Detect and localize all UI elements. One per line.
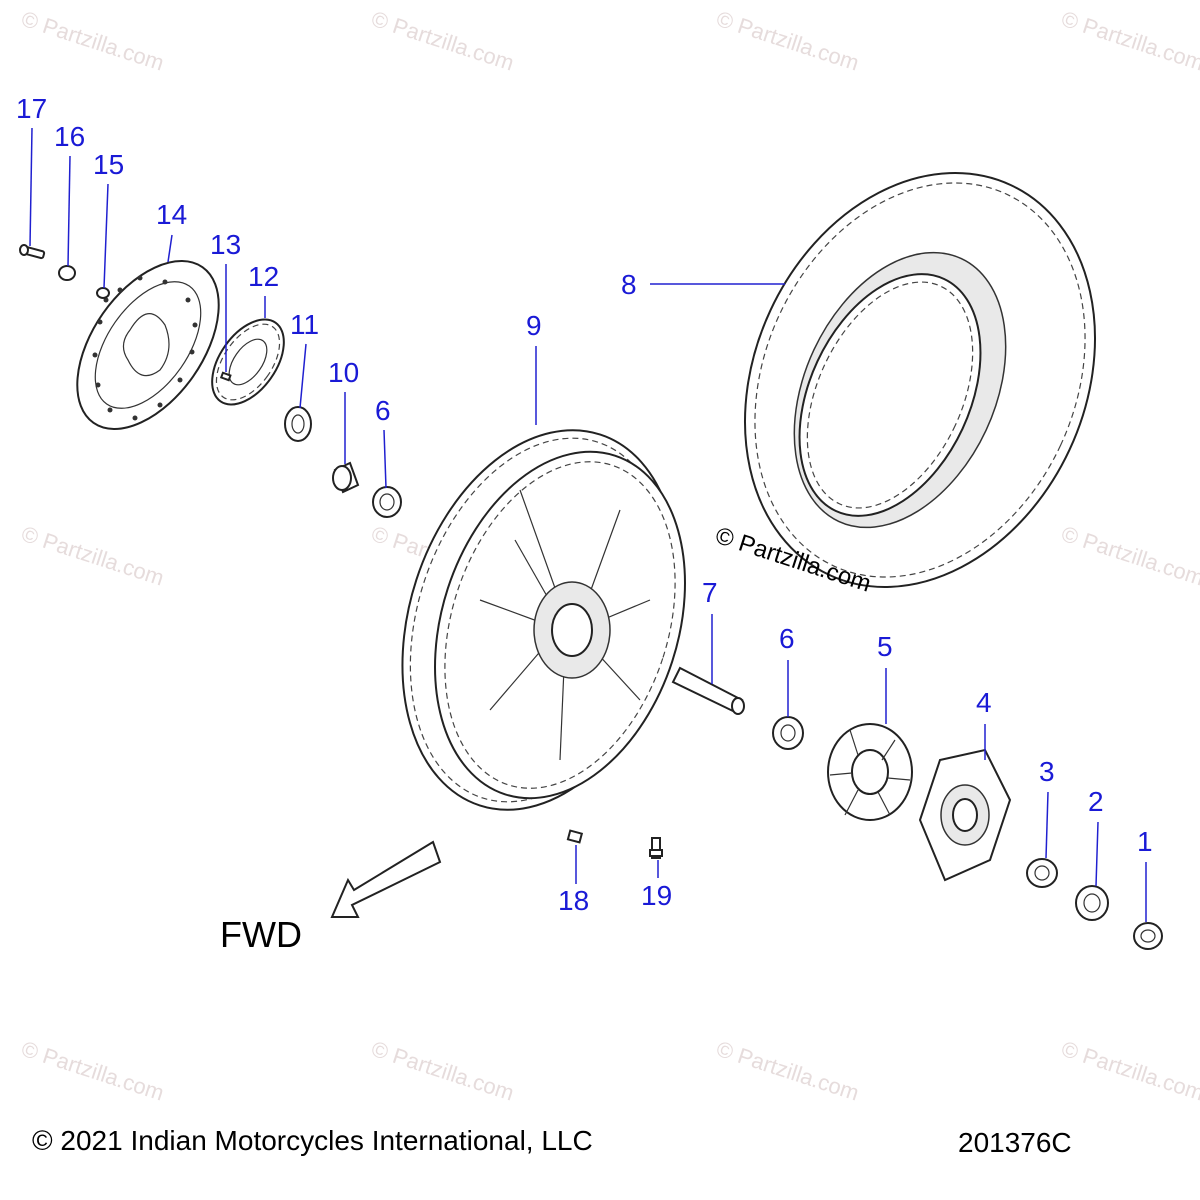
callout-7: 7: [702, 577, 718, 608]
collar-part[interactable]: [1133, 922, 1163, 950]
watermark: © Partzilla.com: [368, 1036, 517, 1106]
copyright-text: © 2021 Indian Motorcycles International,…: [32, 1125, 593, 1156]
watermark: © Partzilla.com: [1058, 6, 1200, 76]
valve-stem-part[interactable]: [649, 837, 663, 859]
callout-18: 18: [558, 885, 589, 916]
brake-disc-part[interactable]: [48, 236, 247, 455]
callout-9: 9: [526, 310, 542, 341]
direction-label: FWD: [220, 914, 302, 955]
callout-12: 12: [248, 261, 279, 292]
tire-part[interactable]: [680, 115, 1161, 644]
callout-17: 17: [16, 93, 47, 124]
callout-15: 15: [93, 149, 124, 180]
seal-part[interactable]: [284, 406, 312, 442]
callout-3: 3: [1039, 756, 1055, 787]
watermark: © Partzilla.com: [368, 6, 517, 76]
watermark: © Partzilla.com: [18, 1036, 167, 1106]
callout-14: 14: [156, 199, 187, 230]
axle-spacer-part[interactable]: [671, 666, 745, 715]
callouts: 17 16 15 14 13 12 11 10 6 9 8 7 6 5 4 3 …: [16, 93, 1153, 916]
callout-16: 16: [54, 121, 85, 152]
nut-part-16[interactable]: [58, 265, 76, 281]
bearing-part-upper[interactable]: [372, 486, 402, 518]
watermark: © Partzilla.com: [713, 1036, 862, 1106]
callout-13: 13: [210, 229, 241, 260]
clip-part[interactable]: [566, 829, 584, 844]
diagram-code: 201376C: [958, 1127, 1072, 1158]
watermark: © Partzilla.com: [1058, 521, 1200, 591]
sprocket-carrier-part[interactable]: [918, 748, 1012, 882]
callout-6-upper: 6: [375, 395, 391, 426]
spacer-part-3[interactable]: [1026, 858, 1058, 888]
bolt-part-17[interactable]: [19, 244, 46, 260]
callout-2: 2: [1088, 786, 1104, 817]
damper-part[interactable]: [827, 723, 913, 821]
callout-4: 4: [976, 687, 992, 718]
callout-1: 1: [1137, 826, 1153, 857]
screw-part-13[interactable]: [219, 371, 232, 382]
watermark: © Partzilla.com: [18, 6, 167, 76]
callout-6-lower: 6: [779, 623, 795, 654]
watermark: © Partzilla.com: [1058, 1036, 1200, 1106]
callout-11: 11: [290, 309, 319, 340]
watermark: © Partzilla.com: [18, 521, 167, 591]
bearing-part-lower[interactable]: [772, 716, 804, 750]
callout-19: 19: [641, 880, 672, 911]
wheel-part[interactable]: [356, 394, 727, 845]
callout-5: 5: [877, 631, 893, 662]
washer-part-15[interactable]: [96, 287, 110, 299]
callout-8: 8: [621, 269, 637, 300]
leader-lines: [29, 127, 1147, 922]
watermark: © Partzilla.com: [713, 6, 862, 76]
bearing-part-2[interactable]: [1075, 885, 1109, 921]
spacer-part[interactable]: [332, 461, 360, 494]
tone-ring-part[interactable]: [198, 307, 299, 418]
callout-10: 10: [328, 357, 359, 388]
forward-arrow-icon: [330, 840, 442, 918]
